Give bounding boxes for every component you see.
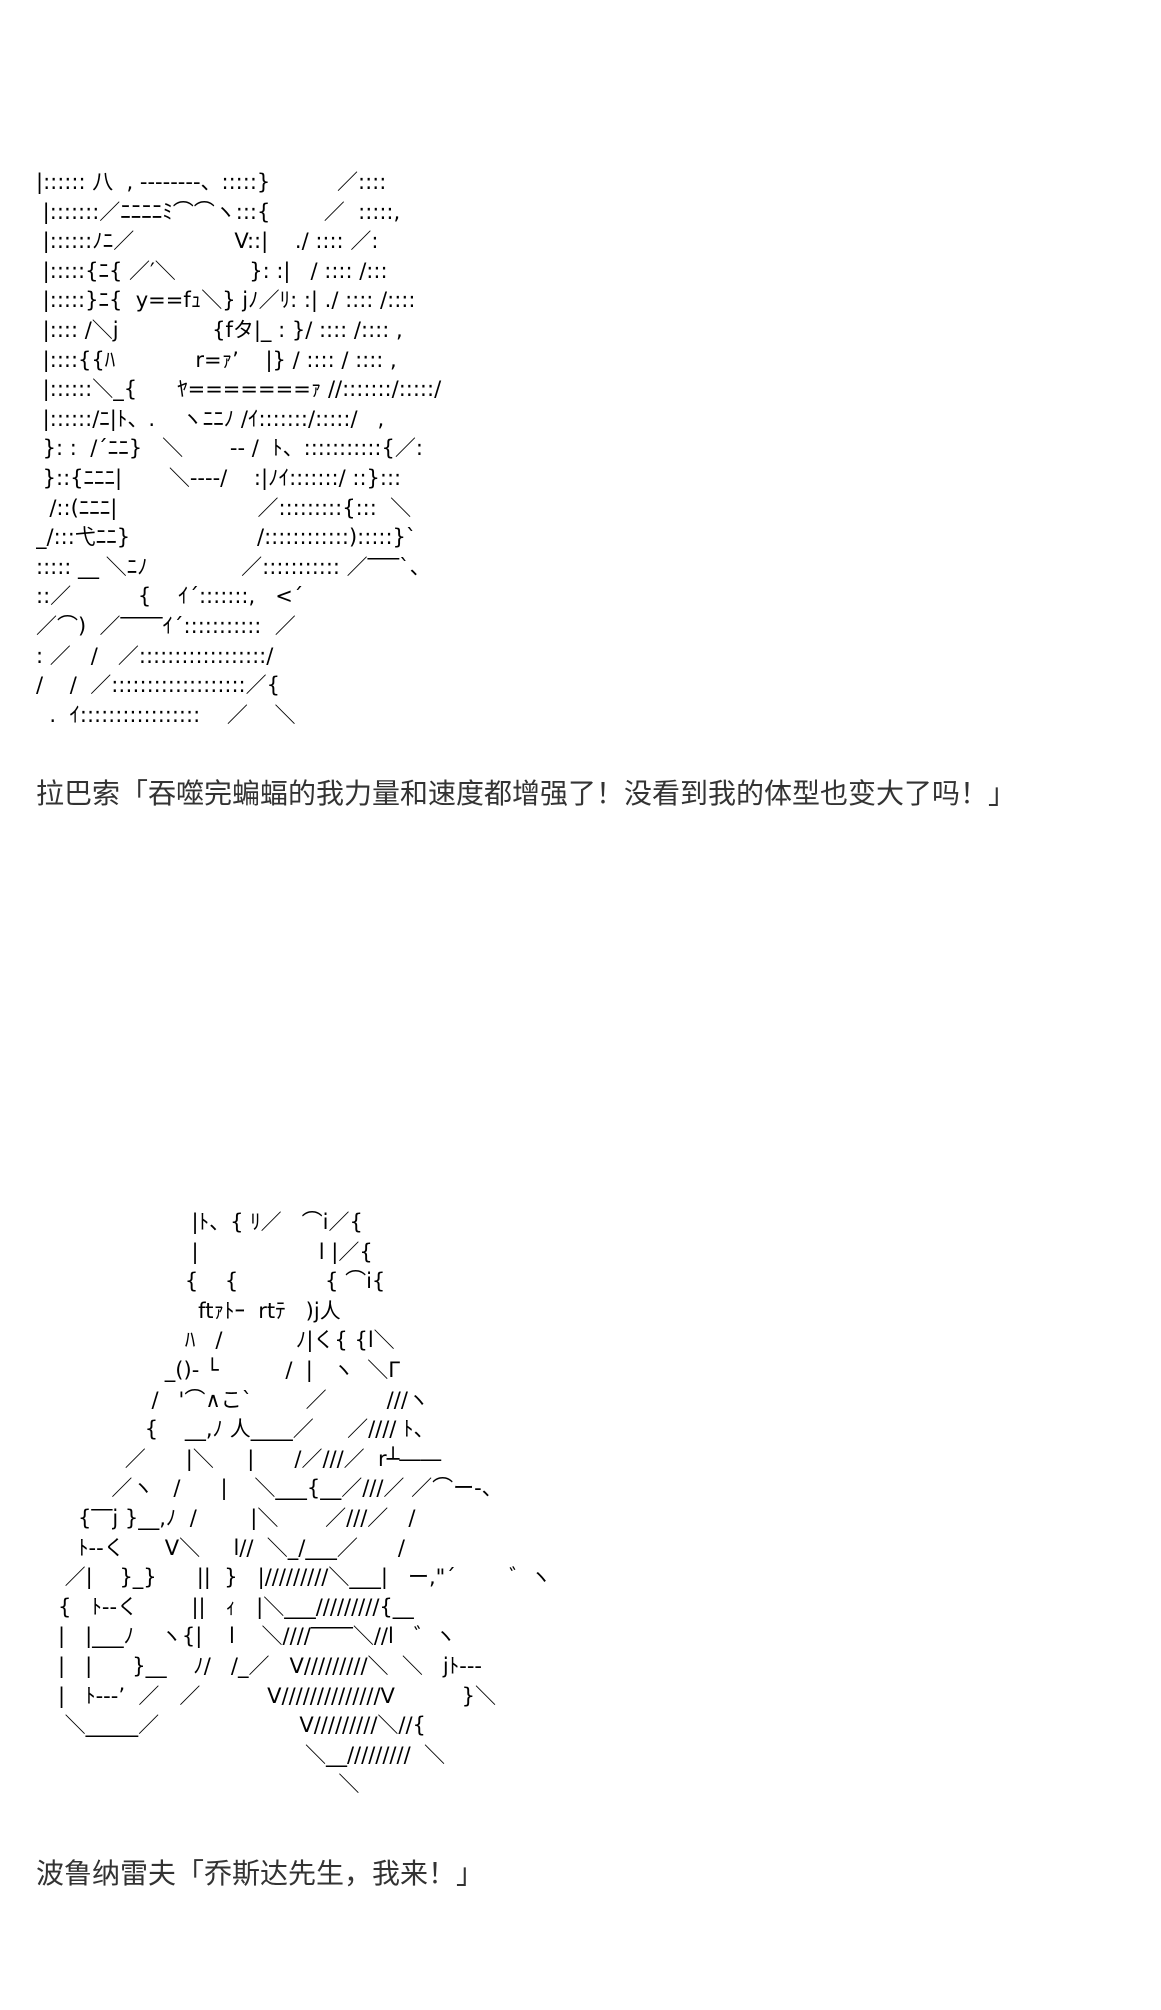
ascii-art-line: |:::::::／ﾆﾆﾆﾆﾐ⌒⌒ヽ:::{ ／ :::::, <box>36 199 401 224</box>
ascii-art-line: }::{ﾆﾆﾆ| ＼‐‐‐‐/ :|ﾉｲ:::::::/ ::}::: <box>36 465 402 490</box>
ascii-art-line: |::::::＼_{ ﾔ=======ｧ //:::::::/:::::/ <box>36 377 442 402</box>
ascii-art-line: ＼_____／ V/////////＼//{ <box>58 1713 426 1738</box>
ascii-art-line: ::／ { ｲ´:::::::, <´ <box>36 584 304 609</box>
ascii-art-line: | l |／{ <box>58 1239 373 1264</box>
ascii-art-line: /::(ﾆﾆﾆ| ／:::::::::{::: ＼ <box>36 495 412 520</box>
ascii-art-line: ＼ <box>58 1772 360 1797</box>
ascii-art-line: _()- └ / | ヽ ＼Γ <box>58 1357 400 1382</box>
ascii-art-line: ﾊ / ﾉ|く{ {l＼ <box>58 1328 395 1353</box>
ascii-art-line: |:::: /＼j {fタ|_ : }/ :::: /:::: , <box>36 317 403 342</box>
ascii-art-line: ／| }_} || } |/////////＼___| ー,"´ ゛ヽ <box>58 1565 552 1590</box>
ascii-art-line: { { { ⌒i{ <box>58 1269 386 1294</box>
ascii-art-rabasso: |:::::: 八 , ‐‐‐‐‐‐‐‐、:::::} ／:::: |:::::… <box>36 168 602 758</box>
ascii-art-line: }: : /´ﾆﾆ} ＼ ‐‐ / ﾄ、:::::::::::{／: <box>36 436 423 461</box>
dialogue-caption-rabasso: 拉巴索「吞噬完蝙蝠的我力量和速度都增强了！没看到我的体型也变大了吗！」 <box>36 777 1017 810</box>
ascii-art-line: ／ |＼ | /／///／ r┴―― <box>58 1446 442 1471</box>
ascii-art-polnareff: |ﾄ、{ ﾘ／ ⌒i／{ | l |／{ { { { ⌒i{ ftｧﾄｰ rtﾃ… <box>58 1208 698 1848</box>
ascii-art-line: ftｧﾄｰ rtﾃ )j人 <box>58 1298 341 1323</box>
ascii-art-line: |:::::}ﾆ{ y==fｭ＼} jﾉ／ﾘ: :| ./ :::: /:::: <box>36 288 416 313</box>
ascii-art-line: / / ／:::::::::::::::::::／{ <box>36 673 280 698</box>
ascii-art-line: / '⌒∧こ` ／ ///ヽ <box>58 1387 429 1412</box>
ascii-art-line: |::::::ﾉﾆ／ V::| ./ :::: ／: <box>36 229 379 254</box>
ascii-art-line: . ｲ::::::::::::::::: ／ ＼ <box>36 702 296 727</box>
ascii-art-line: {‾‾j }__,ﾉ / |＼ ／///／ / <box>58 1505 416 1530</box>
ascii-art-line: ::::: __ ＼ﾆﾉ ／::::::::::: ／‾‾‾`、 <box>36 554 431 579</box>
ascii-art-line: |::::{{ﾊ r=ｧ’ |} / :::: / :::: , <box>36 347 397 372</box>
ascii-art-line: ／ヽ / | ＼___{__／///／ ／⌒ー‐、 <box>58 1476 503 1501</box>
ascii-art-line: | ﾄ‐‐‐’ ／ ／ V//////////////V }＼ <box>58 1683 497 1708</box>
ascii-art-line: _/:::弋ﾆﾆ} /::::::::::::):::::}` <box>36 525 417 550</box>
ascii-art-line: ﾄ‐‐く V＼ l// ＼_/___／ / <box>58 1535 406 1560</box>
ascii-art-line: |:::::: 八 , ‐‐‐‐‐‐‐‐、:::::} ／:::: <box>36 170 387 194</box>
ascii-art-line: |::::::/ﾆ|ﾄ、. ヽﾆﾆﾉ /ｲ:::::::/:::::/ , <box>36 406 385 431</box>
dialogue-caption-polnareff: 波鲁纳雷夫「乔斯达先生，我来！」 <box>36 1857 485 1890</box>
ascii-art-line: ／⌒) ／‾‾‾‾ｲ´::::::::::: ／ <box>36 613 296 638</box>
ascii-art-line: ＼__///////// ＼ <box>58 1742 446 1767</box>
ascii-art-line: : ／ / ／::::::::::::::::::/ <box>36 643 274 668</box>
ascii-art-line: | |___ﾉ ヽ{| l ＼////‾‾‾‾＼//l ゛ヽ <box>58 1624 456 1649</box>
ascii-art-line: { ﾄ‐‐く || ｨ |＼___/////////{__ <box>58 1594 414 1619</box>
ascii-art-line: { __,ﾉ 人____／ ／//// ﾄ、 <box>58 1417 435 1442</box>
ascii-art-line: |:::::{ﾆ{ ／′＼ }: :| / :::: /::: <box>36 258 388 283</box>
ascii-art-line: | | }__ ﾉ/ /_／ V/////////＼ ＼ jﾄ‐‐‐ <box>58 1653 482 1678</box>
ascii-art-line: |ﾄ、{ ﾘ／ ⌒i／{ <box>58 1210 363 1234</box>
